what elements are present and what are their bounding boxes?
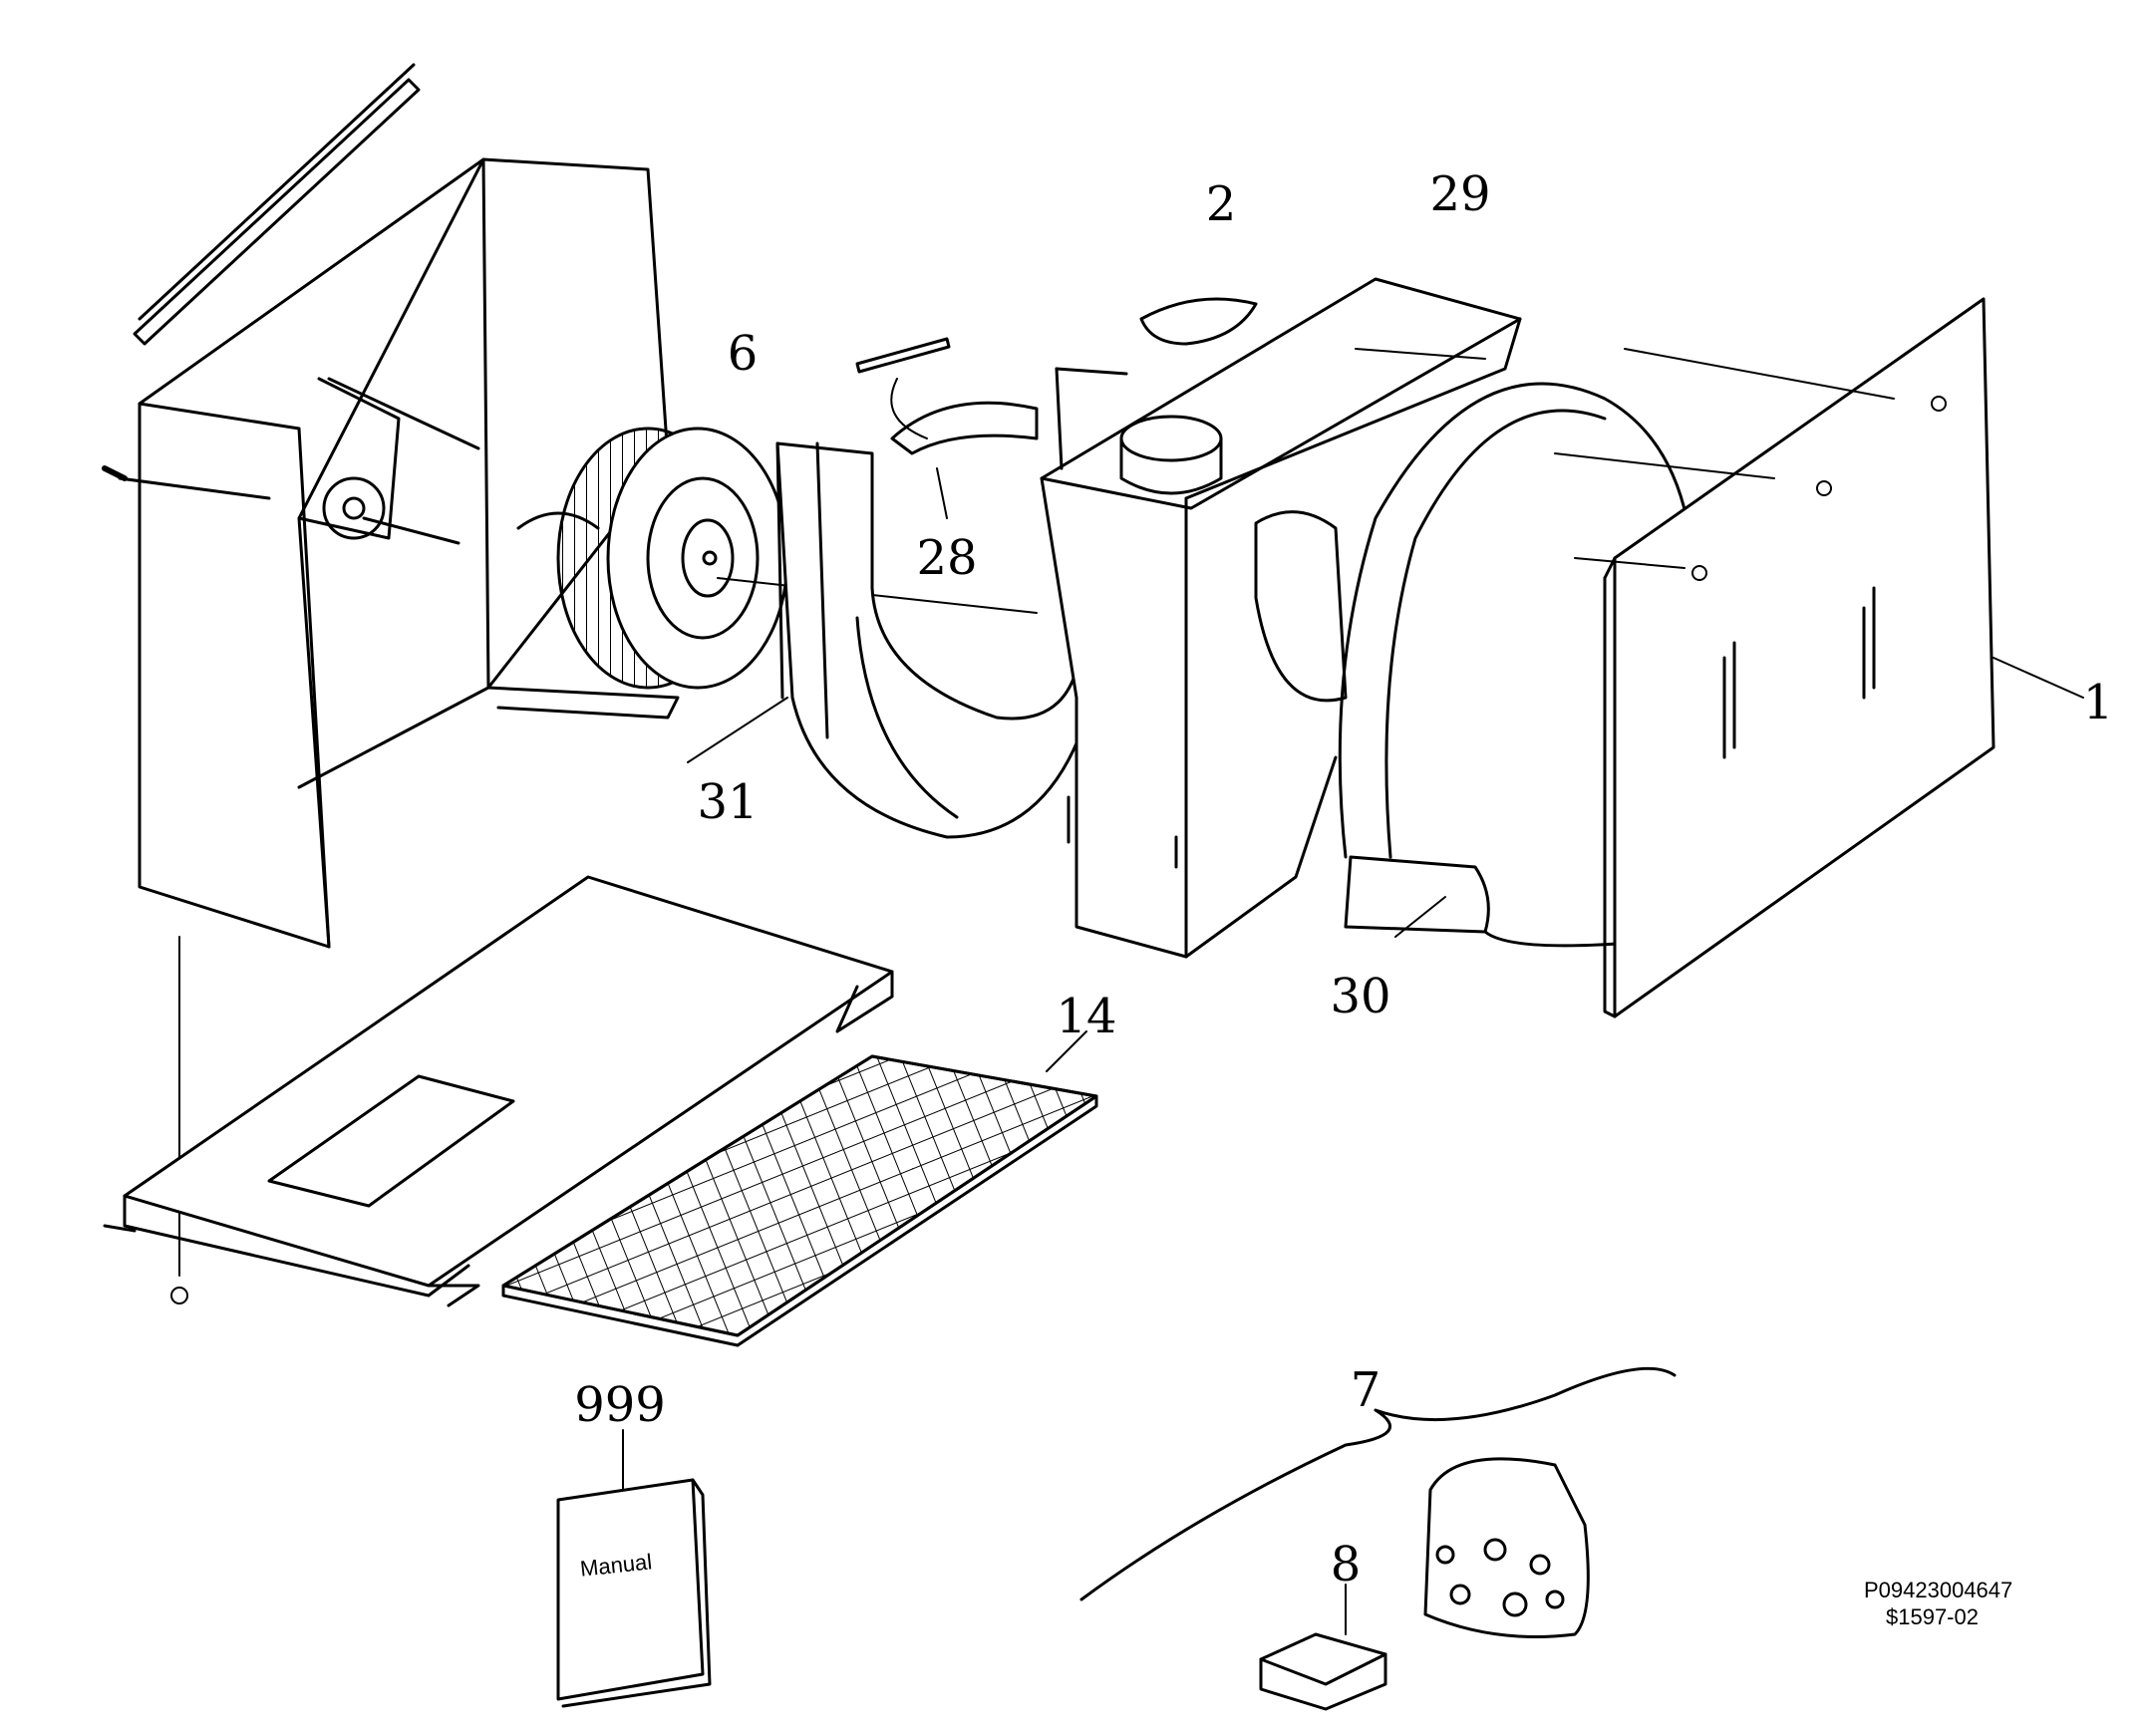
center-housing-part — [1040, 277, 1522, 959]
part-number-999: 999 — [574, 1377, 666, 1433]
part-number-8: 8 — [1330, 1537, 1362, 1592]
drawing-code-line1: P09423004647 — [1864, 1578, 2013, 1602]
right-panel-part — [1554, 297, 2084, 1018]
blower-wheel-part — [516, 427, 1038, 690]
part-number-28: 28 — [916, 530, 978, 586]
part-number-14: 14 — [1056, 989, 1117, 1044]
part-number-7: 7 — [1350, 1362, 1381, 1418]
bottom-tray-part — [103, 875, 894, 1307]
part-number-31: 31 — [697, 774, 759, 830]
left-housing-part — [102, 63, 680, 1277]
filter-part — [501, 1030, 1098, 1347]
part-number-1: 1 — [2082, 675, 2114, 730]
part-number-6: 6 — [727, 326, 759, 382]
hardware-kit-part — [1079, 1366, 1677, 1711]
screw-icon — [1691, 396, 1947, 581]
scroll-half-part — [687, 441, 1088, 839]
clip-part — [855, 337, 1039, 519]
part-number-2: 2 — [1205, 176, 1237, 232]
drawing-code-line2: $1597-02 — [1886, 1604, 1979, 1629]
part-number-29: 29 — [1429, 166, 1491, 222]
part-number-30: 30 — [1330, 969, 1391, 1024]
scroll-part — [1338, 348, 1696, 948]
manual-booklet — [556, 1429, 712, 1708]
